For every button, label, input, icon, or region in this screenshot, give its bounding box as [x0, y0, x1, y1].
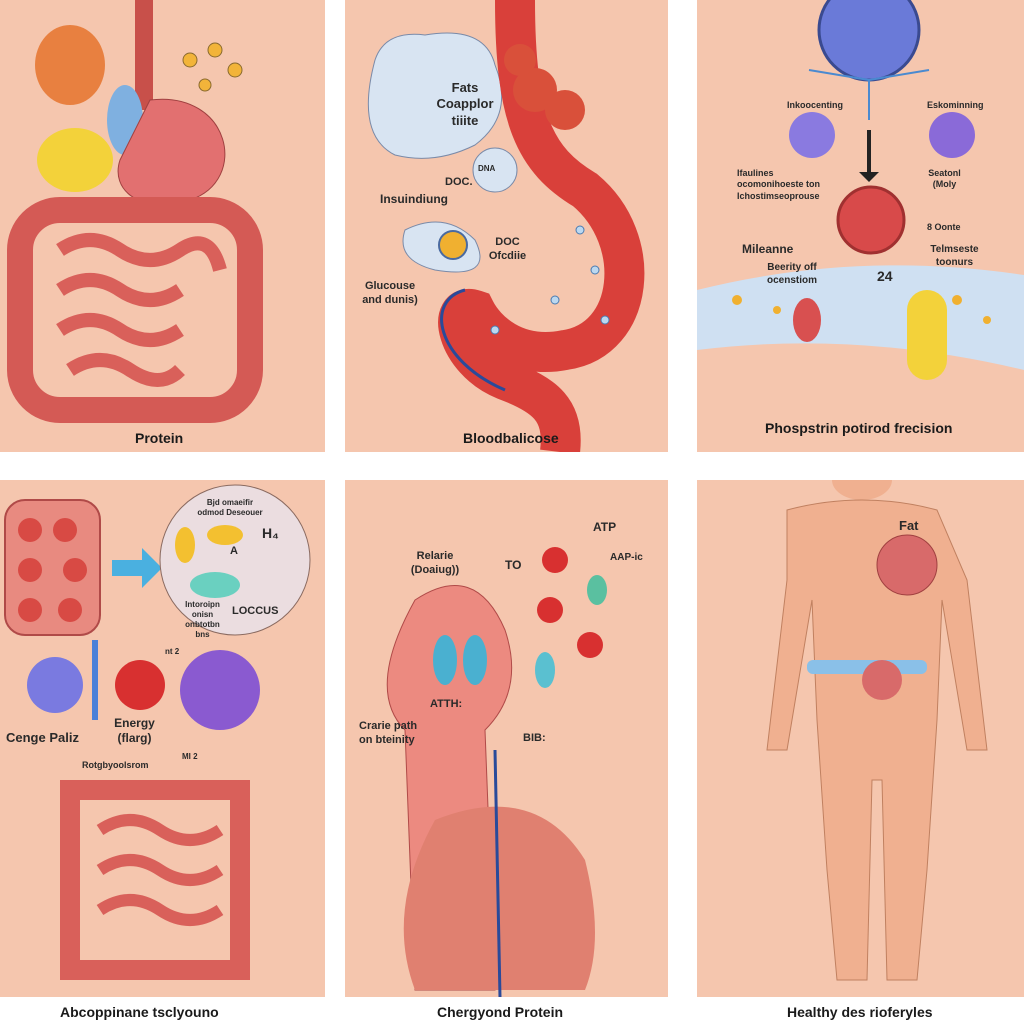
label-right-low: Telmseste toonurs	[930, 244, 979, 268]
label-circle-bottom: Intoroipn onisn onbtotbn bns	[185, 600, 220, 639]
label-doc-oxide: DOC Ofcdiie	[488, 236, 527, 262]
label-doc: DOC.	[445, 176, 473, 188]
label-crarie: Crarie path on bteinity	[359, 720, 418, 746]
label-dna: DNA	[478, 164, 496, 173]
stomach-bloodstream-illustration	[367, 0, 645, 452]
label-a: A	[230, 545, 238, 557]
label-atth: ATTH:	[430, 698, 463, 710]
label-mi: MI 2	[182, 752, 198, 761]
panel-caption-absorption: Abcoppinane tsclyouno	[60, 1004, 219, 1020]
label-to: TO	[505, 558, 522, 572]
panel-caption: Phospstrin potirod frecision	[765, 420, 953, 436]
label-locus: LOCCUS	[232, 605, 279, 617]
label-number: 24	[877, 268, 893, 284]
label-cloud: Fats Coapplor tiiite	[436, 80, 494, 128]
label-circle-top: Bjd omaeifir odmod Deseouer	[197, 498, 263, 517]
label-membrane: Mileanne	[742, 242, 794, 256]
panel-absorption: Bjd omaeifir odmod Deseouer H₄ A Intoroi…	[0, 480, 325, 997]
panel-caption: Bloodbalicose	[463, 430, 559, 446]
label-relarie: Relarie (Doaiug))	[410, 550, 460, 576]
panel-caption-energy-protein: Chergyond Protein	[437, 1004, 564, 1020]
panel-protein: Protein	[0, 0, 325, 452]
label-atp: ATP	[593, 520, 617, 534]
label-core: 8 Oonte	[927, 222, 961, 232]
label-beerity: Beerity off ocenstiom	[766, 262, 817, 286]
label-fat: Fat	[899, 518, 919, 533]
label-aap: AAP-ic	[610, 552, 643, 563]
panel-healthy-body: Fat	[697, 480, 1024, 997]
digestive-system-illustration	[7, 0, 263, 423]
panel-energy-protein: Relarie (Doaiug)) TO ATP AAP-ic ATTH: BI…	[345, 480, 668, 997]
label-rotg: Rotgbyoolsrom	[82, 760, 149, 770]
panel-caption-healthy: Healthy des rioferyles	[787, 1004, 933, 1020]
panel-caption: Protein	[135, 430, 184, 446]
label-left-top: Inkoocenting	[787, 100, 843, 110]
label-glucose: Glucouse and dunis)	[362, 280, 418, 306]
label-n2: nt 2	[165, 647, 180, 656]
cell-energy-illustration	[4, 484, 311, 980]
label-bib: BIB:	[523, 732, 546, 744]
label-insulin: Insuindiung	[380, 192, 448, 206]
label-right-top: Eskominning	[927, 100, 984, 110]
mitochondria-illustration	[386, 547, 607, 997]
label-right-mid: Seatonl (Moly	[928, 168, 961, 190]
cell-membrane-illustration	[697, 0, 1024, 380]
label-h: H₄	[262, 525, 279, 541]
label-left-mid: Ifaulines ocomonihoeste ton Ichostimseop…	[737, 168, 820, 201]
panel-phosphorus: Inkoocenting Eskominning Ifaulines ocomo…	[697, 0, 1024, 452]
label-energy: Energy (flarg)	[114, 716, 155, 745]
human-body-illustration	[766, 480, 988, 981]
label-cenge: Cenge Paliz	[6, 730, 79, 745]
panel-blood-glucose: Fats Coapplor tiiite DNA DOC. Insuindiun…	[345, 0, 668, 452]
